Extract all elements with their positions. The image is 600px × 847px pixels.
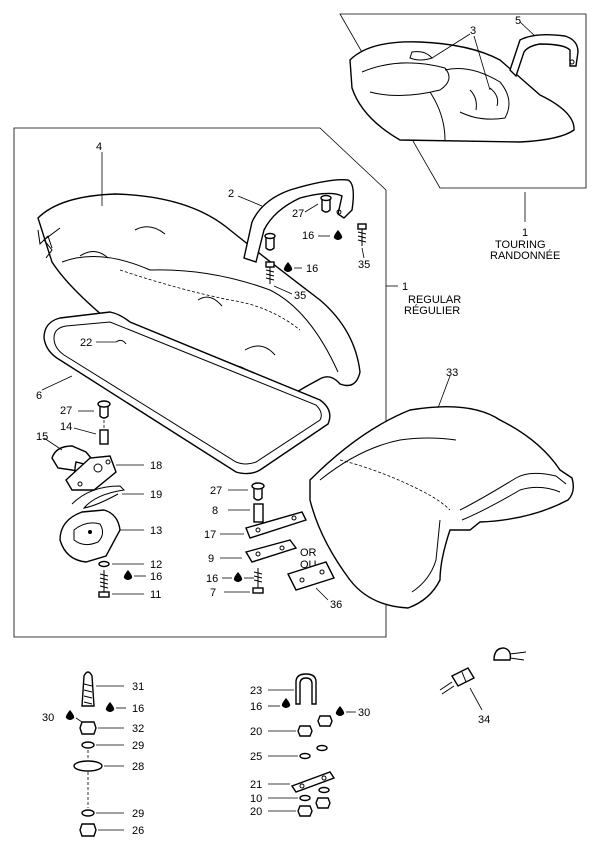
plate-21 — [290, 771, 336, 793]
callout-16-stud: 16 — [132, 703, 144, 715]
washer-25 — [299, 752, 311, 760]
touring-label: TOURING — [495, 239, 546, 251]
loctite-drop-icon — [65, 710, 75, 720]
callout-31: 31 — [132, 681, 144, 693]
touring-seat — [349, 41, 575, 143]
nut-26 — [79, 823, 97, 837]
callout-16-center: 16 — [206, 573, 218, 585]
callout-28: 28 — [132, 761, 144, 773]
callout-27-latch: 27 — [60, 405, 72, 417]
or-label: OR — [300, 547, 317, 559]
callout-29-bottom: 29 — [132, 808, 144, 820]
nut-20-top — [297, 725, 313, 737]
callout-20-top: 20 — [250, 726, 262, 738]
latch-plate-18 — [65, 455, 117, 491]
callout-34: 34 — [478, 714, 490, 726]
callout-30-right: 30 — [358, 707, 370, 719]
callout-13: 13 — [150, 525, 162, 537]
screw-11 — [98, 570, 110, 598]
screw-34-alt — [493, 647, 527, 661]
spacer-14 — [99, 429, 109, 445]
callout-14: 14 — [60, 421, 72, 433]
screw-35-right — [357, 223, 367, 246]
storage-seat — [309, 406, 575, 609]
callout-9: 9 — [208, 553, 214, 565]
callout-26: 26 — [132, 825, 144, 837]
callout-8: 8 — [212, 505, 218, 517]
callout-27-handle: 27 — [292, 208, 304, 220]
callout-35-right: 35 — [358, 259, 370, 271]
nut-20-bottom — [297, 805, 313, 817]
loctite-drop-icon — [333, 230, 343, 240]
callout-10: 10 — [250, 793, 262, 805]
callout-16-left: 16 — [306, 263, 318, 275]
screw-34 — [439, 667, 475, 695]
callout-23: 23 — [250, 685, 262, 697]
callout-33: 33 — [446, 367, 458, 379]
spring-19 — [71, 485, 126, 509]
regular-label-fr: RÉGULIER — [404, 304, 460, 317]
callout-6: 6 — [36, 390, 42, 402]
screw-7 — [252, 568, 264, 594]
callout-5: 5 — [515, 15, 521, 27]
callout-15: 15 — [36, 431, 48, 443]
callout-32: 32 — [132, 723, 144, 735]
callout-17: 17 — [204, 529, 216, 541]
washer-29-bottom — [81, 809, 95, 817]
screw-35-left — [265, 261, 275, 284]
bushing-27-handle-left — [265, 235, 275, 251]
seat-base-frame — [43, 311, 331, 475]
washer-10 — [299, 794, 311, 802]
loctite-drop-icon — [281, 698, 291, 708]
callout-36: 36 — [330, 599, 342, 611]
loctite-drop-icon — [233, 572, 243, 582]
callout-3: 3 — [470, 25, 476, 37]
washer-12 — [98, 560, 110, 568]
loctite-drop-icon — [123, 570, 133, 580]
callout-21: 21 — [250, 779, 262, 791]
callout-20-bottom: 20 — [250, 806, 262, 818]
rubber-washer-28 — [73, 760, 103, 772]
loctite-drop-icon — [283, 262, 293, 272]
regular-assembly-number: 1 — [402, 281, 408, 293]
callout-30-left: 30 — [42, 712, 54, 724]
callout-4: 4 — [96, 141, 102, 153]
stud-31 — [81, 671, 95, 707]
striker-plate-36 — [287, 561, 335, 591]
regular-label: REGULAR — [408, 294, 461, 306]
callout-18: 18 — [150, 460, 162, 472]
callout-25: 25 — [250, 751, 262, 763]
callout-22: 22 — [80, 337, 92, 349]
washer-29-top — [81, 741, 95, 749]
loctite-drop-icon — [335, 706, 345, 716]
callout-35-left: 35 — [294, 290, 306, 302]
callout-2: 2 — [228, 188, 234, 200]
callout-29-top: 29 — [132, 740, 144, 752]
regular-group-frame — [13, 127, 387, 638]
u-bolt-23 — [295, 673, 317, 705]
callout-11: 11 — [150, 589, 161, 601]
striker-plate-17 — [245, 511, 307, 539]
nut-32 — [79, 721, 97, 735]
callout-16-latch: 16 — [150, 571, 162, 583]
loctite-drop-icon — [105, 702, 115, 712]
latch-housing-13 — [59, 509, 121, 563]
touring-grab-handle — [509, 33, 579, 78]
touring-assembly-number: 1 — [522, 227, 528, 239]
bushing-27-handle-right — [321, 197, 331, 213]
striker-plate-9 — [244, 539, 298, 563]
callout-27-center: 27 — [210, 485, 222, 497]
callout-7: 7 — [210, 587, 216, 599]
callout-16-ubolt: 16 — [250, 701, 262, 713]
regular-grab-handle — [243, 179, 355, 263]
callout-12: 12 — [150, 559, 162, 571]
spacer-8 — [253, 503, 264, 523]
callout-19: 19 — [150, 489, 162, 501]
touring-label-fr: RANDONNÉE — [490, 249, 560, 262]
callout-16-right: 16 — [302, 230, 314, 242]
